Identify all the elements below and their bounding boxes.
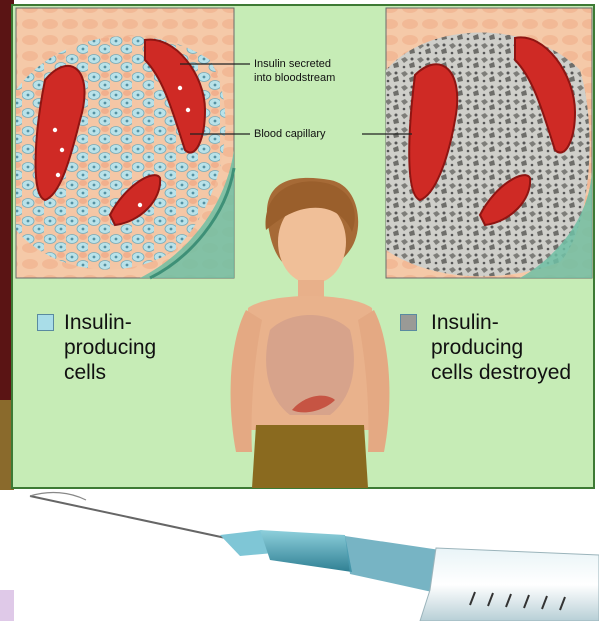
healthy-cell-swatch xyxy=(37,314,54,331)
destroyed-tissue-inset xyxy=(386,8,592,278)
syringe-image xyxy=(30,493,599,621)
destroyed-cell-swatch xyxy=(400,314,417,331)
legend-destroyed: Insulin- producing cells destroyed xyxy=(431,310,571,385)
callout-insulin-secreted: Insulin secreted into bloodstream xyxy=(254,57,335,85)
legend-healthy: Insulin- producing cells xyxy=(64,310,156,385)
healthy-tissue-inset xyxy=(16,8,234,278)
callout-blood-capillary: Blood capillary xyxy=(254,127,326,141)
